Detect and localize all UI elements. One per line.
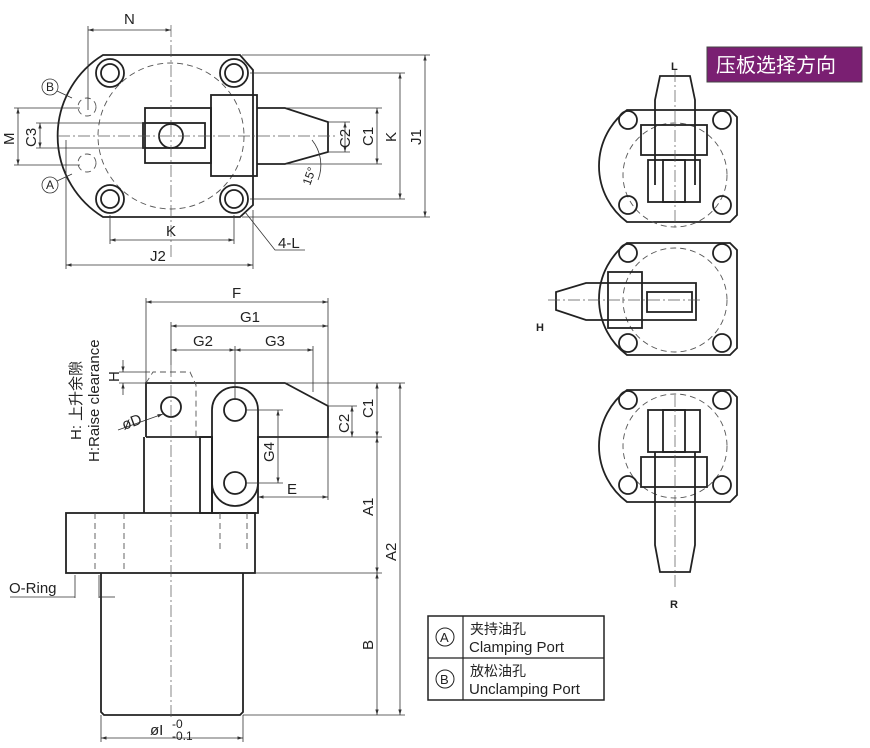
legend-a-en: Clamping Port (469, 639, 565, 656)
dim-n: N (124, 11, 135, 28)
dim-a1: A1 (360, 498, 377, 516)
legend-a-cn: 夹持油孔 (470, 621, 526, 637)
dim-e: E (287, 481, 297, 498)
direction-r-label: R (670, 599, 678, 611)
dim-f: F (232, 285, 241, 302)
view-r (598, 389, 738, 590)
dim-i-tol-upper: -0 (172, 717, 183, 731)
dim-j2: J2 (150, 248, 166, 265)
dim-c1: C1 (360, 127, 377, 146)
dim-c1: C1 (360, 399, 377, 418)
direction-title: 压板选择方向 (716, 54, 836, 77)
legend-a-symbol: A (440, 630, 449, 645)
legend-b-en: Unclamping Port (469, 681, 581, 698)
dim-k-right: K (383, 132, 400, 142)
dim-j1: J1 (408, 129, 425, 145)
dim-i-tol-lower: -0.1 (172, 729, 193, 743)
view-h (548, 242, 738, 356)
dim-b: B (360, 640, 377, 650)
port-b-marker: B (46, 80, 54, 94)
dim-i: øI (150, 722, 163, 739)
dim-g2: G2 (193, 333, 213, 350)
dim-g4: G4 (261, 442, 278, 462)
raise-clearance-cn: H: 上升余隙 (67, 361, 85, 440)
dim-m: M (1, 133, 18, 146)
raise-clearance-en: H:Raise clearance (86, 339, 103, 462)
dim-d: øD (120, 411, 145, 434)
direction-selection: 压板选择方向 L H R (536, 46, 863, 611)
angle-15: 15° (300, 165, 319, 187)
dim-4l: 4-L (278, 235, 300, 252)
direction-l-label: L (671, 61, 678, 73)
top-view: N M C3 C2 C1 K J1 K J2 4-L 15° B A (1, 11, 430, 269)
dim-c3: C3 (23, 128, 40, 147)
direction-h-label: H (536, 322, 544, 334)
legend-b-symbol: B (440, 672, 449, 687)
dim-c2: C2 (336, 414, 353, 433)
dim-g1: G1 (240, 309, 260, 326)
port-a-marker: A (46, 178, 54, 192)
dim-h: H (106, 371, 123, 382)
o-ring-label: O-Ring (9, 580, 57, 597)
mounting-holes (95, 58, 249, 214)
port-legend: A 夹持油孔 Clamping Port B 放松油孔 Unclamping P… (427, 615, 605, 701)
legend-b-cn: 放松油孔 (470, 663, 526, 679)
side-view: F G1 G2 G3 G4 E C2 C1 A1 A2 B H øD øI -0… (9, 285, 405, 743)
direction-title-box (706, 46, 863, 83)
dim-a2: A2 (383, 543, 400, 561)
dim-g3: G3 (265, 333, 285, 350)
dim-k-bottom: K (166, 223, 176, 240)
view-l (598, 70, 738, 228)
dim-c2: C2 (337, 129, 354, 148)
